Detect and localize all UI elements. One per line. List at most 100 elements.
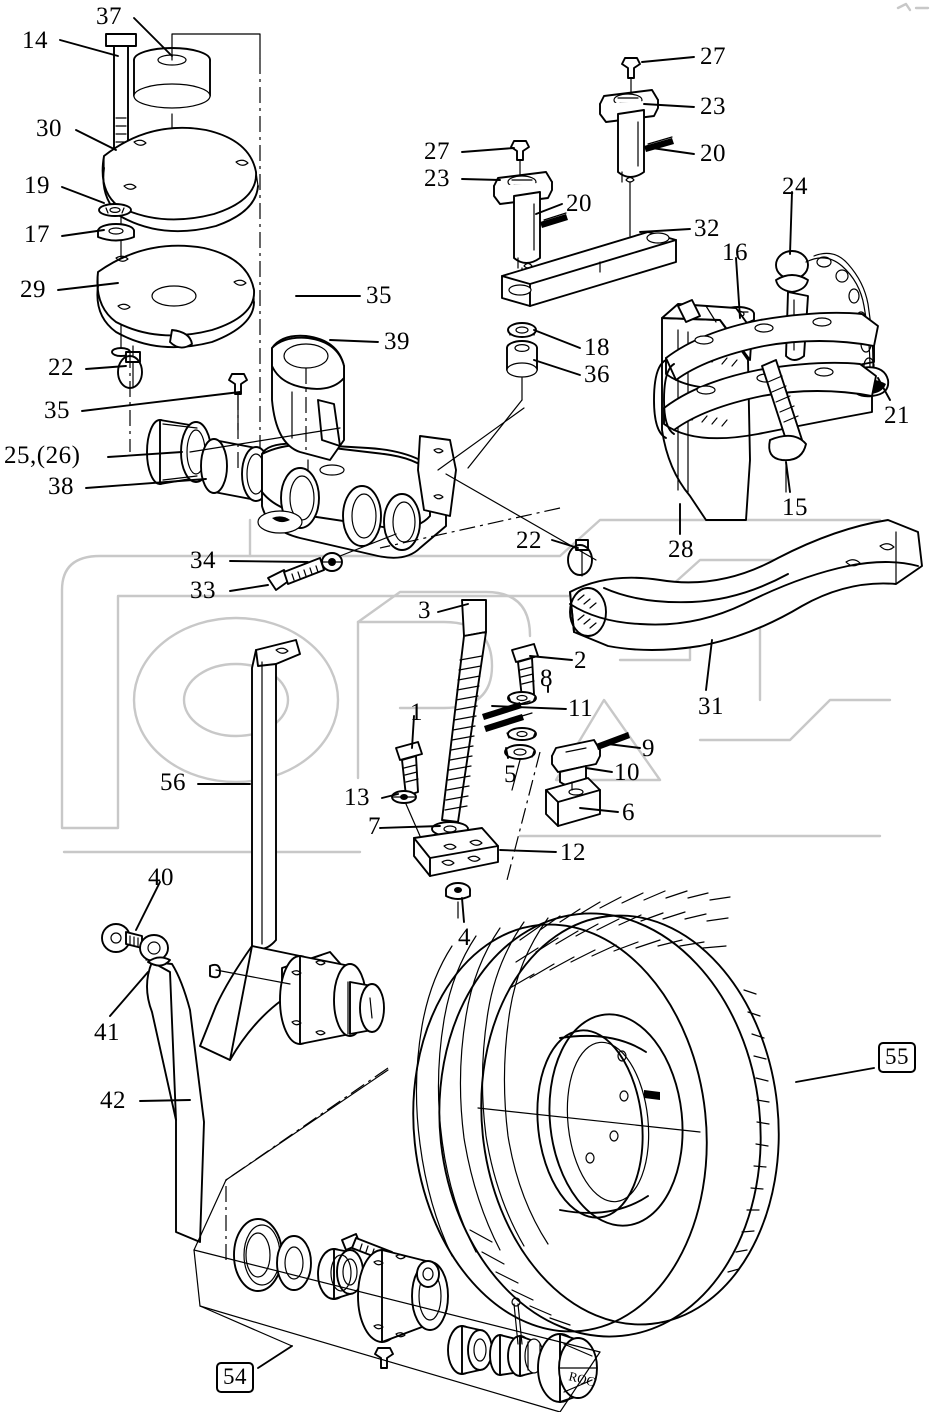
callout-18: 18 [584,334,610,361]
part-12-bracket [413,827,499,877]
callout-34: 34 [190,547,216,574]
leader-10 [585,767,613,773]
callout-22: 22 [48,354,74,381]
hub-kit-bearing-small [416,1260,440,1288]
leader-23 [643,103,695,108]
part-spindle-pin [209,963,291,985]
leader-27 [461,147,515,153]
part-20-spring-pin-left [540,212,568,228]
callout-27: 27 [700,43,726,70]
leader-14 [59,39,119,57]
part-55-tire [412,890,780,1338]
leader-27 [641,56,695,63]
callout-24: 24 [782,173,808,200]
callout-22: 22 [516,527,542,554]
leader-17 [61,229,105,237]
leader-24 [789,191,793,255]
part-56-lever [251,639,301,950]
leader-36 [533,359,581,376]
leader-1 [411,715,415,749]
part-27-nipple-right [621,57,641,97]
callout-19: 19 [24,172,50,199]
callout-55: 55 [878,1042,916,1073]
leader-21 [877,377,891,401]
part-15-bolt [761,359,807,493]
callout-37: 37 [96,3,122,30]
part-32-tie-rod [501,231,677,307]
callout-38: 38 [48,473,74,500]
callout-6: 6 [622,799,635,826]
group-steering-arm [567,519,923,651]
part-34-washer [321,552,343,572]
part-30-plate-upper [101,126,259,233]
callout-16: 16 [722,239,748,266]
leader-30 [75,129,117,151]
group-drawbar [653,250,890,521]
callout-23: 23 [424,165,450,192]
callout-54: 54 [216,1362,254,1393]
part-19-washer [98,203,132,217]
part-10-clamp [551,739,601,787]
part-42-shank [146,956,205,1243]
callout-3: 3 [418,597,431,624]
callout-27: 27 [424,138,450,165]
leader-33 [229,584,269,592]
leader-15 [785,461,791,493]
leader-54 [257,1345,293,1369]
callout-5: 5 [504,761,517,788]
part-17-nut [97,223,135,242]
callout-41: 41 [94,1019,120,1046]
callout-56: 56 [160,769,186,796]
callout-39: 39 [384,328,410,355]
callout-21: 21 [884,402,910,429]
callout-12: 12 [560,839,586,866]
leader-5 [505,747,509,759]
callout-9: 9 [642,735,655,762]
callout-11: 11 [568,695,594,722]
callout-25--26-: 25,(26) [4,442,81,469]
part-39-kingpin-tower [271,334,345,476]
part-3-jack-screw [431,599,487,857]
leader-22 [551,539,579,549]
callout-20: 20 [566,190,592,217]
callout-28: 28 [668,536,694,563]
part-2-bolt [511,643,539,699]
leader-lines [57,17,891,1369]
leader-41 [109,971,149,1017]
callout-4: 4 [458,924,471,951]
leader-13 [381,793,399,799]
part-13-washer [391,790,421,837]
part-spindle-hub [279,955,385,1045]
leader-37 [133,17,173,57]
callout-32: 32 [694,215,720,242]
part-tie-rod-left-body [513,191,541,291]
group-spindle-arm [101,639,385,1243]
leader-25--26- [107,451,183,458]
part-6-block [545,777,601,827]
part-36-spacer [506,340,538,401]
leader-19 [61,186,105,204]
leader-11 [491,705,567,710]
callout-35: 35 [44,397,70,424]
leader-6 [579,807,619,813]
leader-20 [651,147,695,155]
projection-lines [129,352,601,1412]
callout-33: 33 [190,577,216,604]
part-27-nipple-left [510,140,530,179]
hub-kit-castle-nut [489,1297,544,1377]
hub-kit-hubcap: ROC [537,1333,598,1403]
leader-23 [461,178,501,181]
hub-kit-bearing-inner [447,1325,493,1375]
part-23-cap-right [599,89,659,123]
leader-2 [529,655,573,661]
part-tie-rod-right-body [617,109,645,237]
group-axle-beam [117,334,457,591]
callout-14: 14 [22,27,48,54]
part-29-plate-lower [96,244,255,349]
part-1-bolt [395,741,423,797]
hub-kit-seal [276,1235,312,1291]
part-33-bolt [267,557,325,591]
group-hub-kit: ROC [193,1218,601,1412]
